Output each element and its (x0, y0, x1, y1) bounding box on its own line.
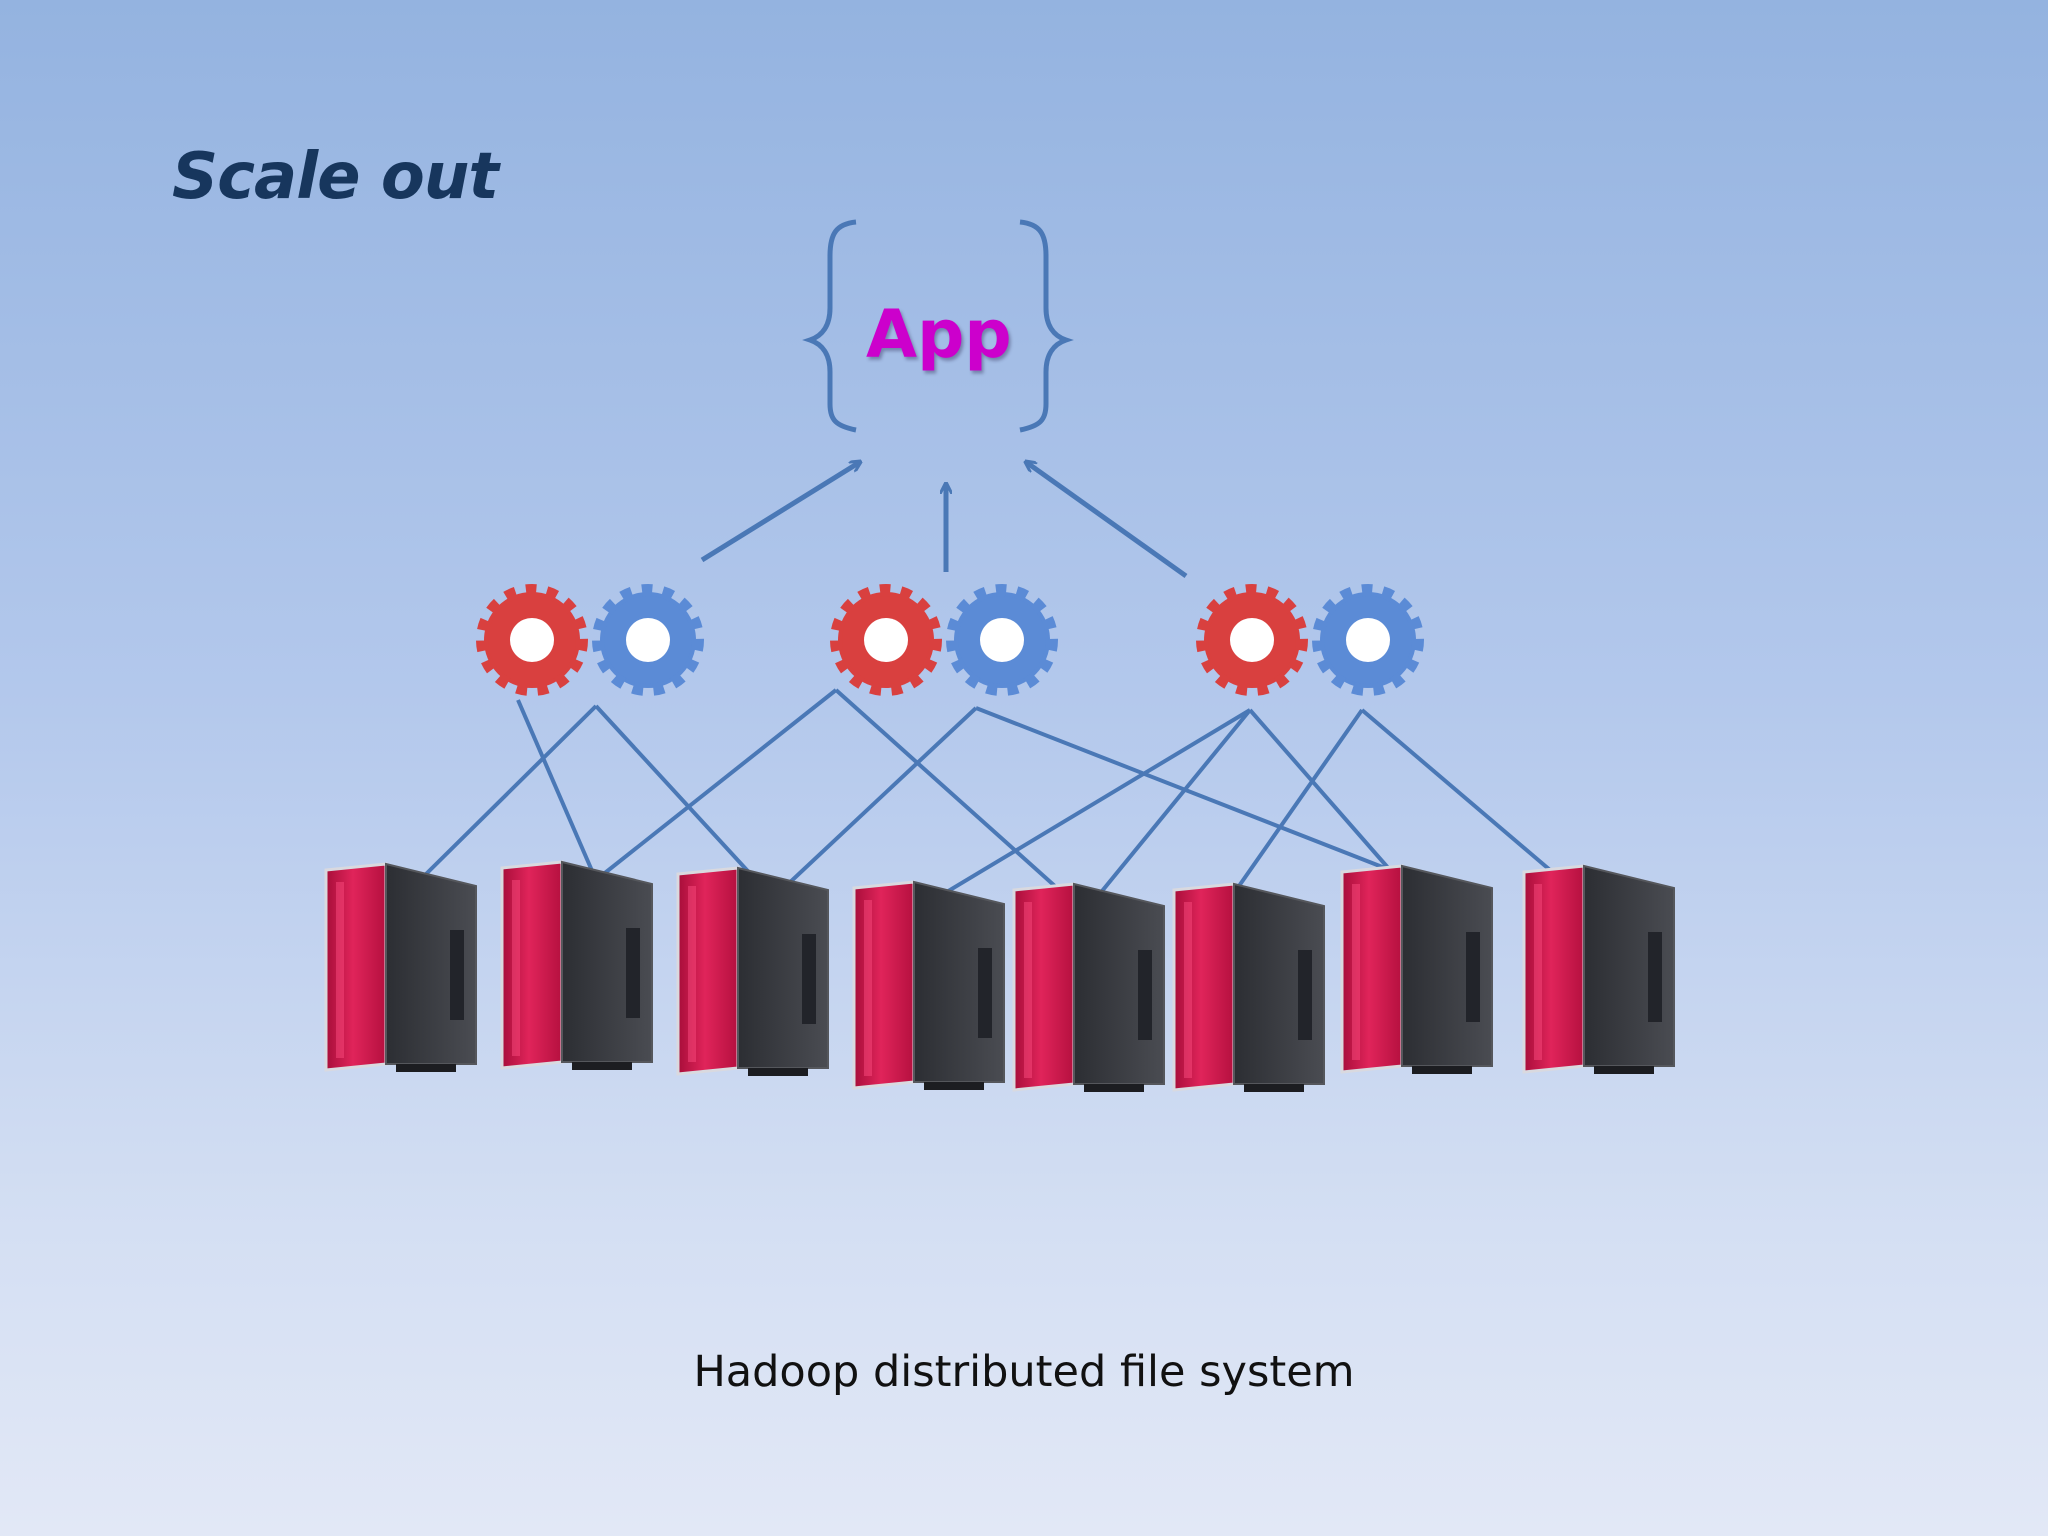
arrow-up-icon (700, 462, 860, 563)
app-label: App (866, 296, 1012, 373)
server-tower-icon (1172, 882, 1326, 1094)
blue-gear-icon (954, 592, 1050, 688)
left-brace-icon (802, 219, 857, 433)
server-tower-icon (1340, 864, 1494, 1076)
task-group-1 (484, 592, 696, 688)
right-brace-icon (1019, 219, 1074, 433)
task-group-3 (1204, 592, 1416, 688)
red-gear-icon (484, 592, 580, 688)
caption: Hadoop distributed file system (693, 1347, 1355, 1397)
server-tower-icon (676, 866, 830, 1078)
server-tower-icon (1522, 864, 1676, 1076)
red-gear-icon (838, 592, 934, 688)
blue-gear-icon (600, 592, 696, 688)
server-tower-icon (324, 862, 478, 1074)
arrow-up-icon (1026, 462, 1188, 579)
connection-lines (418, 688, 1552, 898)
blue-gear-icon (1320, 592, 1416, 688)
task-group-2 (838, 592, 1050, 688)
server-tower-icon (852, 880, 1006, 1092)
red-gear-icon (1204, 592, 1300, 688)
server-tower-icon (1012, 882, 1166, 1094)
slide-title: Scale out (172, 140, 499, 214)
server-tower-icon (500, 860, 654, 1072)
